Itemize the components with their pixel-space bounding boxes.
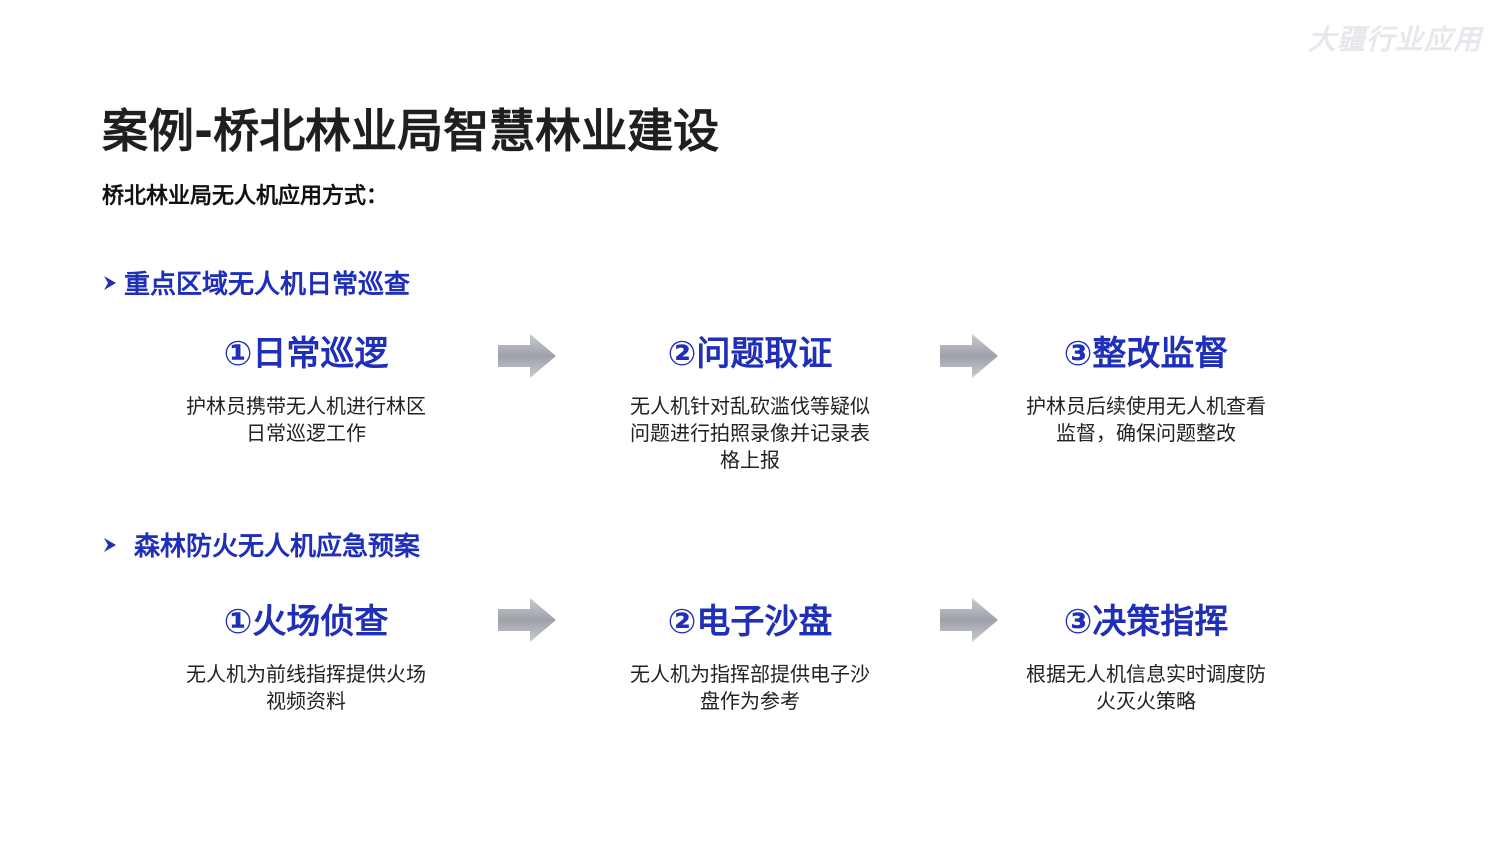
step-description: 无人机为前线指挥提供火场视频资料 [186, 661, 426, 713]
chevron-right-icon [104, 275, 116, 290]
chevron-right-icon [104, 537, 116, 552]
step-card: ②问题取证 无人机针对乱砍滥伐等疑似问题进行拍照录像并记录表格上报 [600, 334, 900, 474]
step-description: 无人机为指挥部提供电子沙盘作为参考 [630, 661, 870, 713]
step-description: 护林员后续使用无人机查看监督，确保问题整改 [1026, 393, 1266, 445]
right-arrow-icon [940, 598, 998, 642]
step-card: ②电子沙盘 无人机为指挥部提供电子沙盘作为参考 [600, 602, 900, 715]
right-arrow-icon [940, 334, 998, 378]
page-subtitle: 桥北林业局无人机应用方式： [102, 184, 389, 209]
step-card: ③整改监督 护林员后续使用无人机查看监督，确保问题整改 [996, 334, 1296, 447]
step-title: ③整改监督 [1063, 334, 1229, 374]
step-card: ①日常巡逻 护林员携带无人机进行林区日常巡逻工作 [156, 334, 456, 447]
step-title: ①火场侦查 [223, 602, 389, 642]
page-title: 案例-桥北林业局智慧林业建设 [102, 104, 720, 158]
section-heading: 重点区域无人机日常巡查 [102, 264, 410, 301]
section-heading-label: 重点区域无人机日常巡查 [124, 270, 411, 300]
step-title: ③决策指挥 [1063, 602, 1229, 642]
step-card: ③决策指挥 根据无人机信息实时调度防火灭火策略 [996, 602, 1296, 715]
section-heading-label: 森林防火无人机应急预案 [134, 532, 421, 562]
section-daily-patrol: 重点区域无人机日常巡查 ①日常巡逻 护林员携带无人机进行林区日常巡逻工作 ②问题… [102, 264, 1500, 484]
step-title: ①日常巡逻 [223, 334, 389, 374]
right-arrow-icon [498, 598, 556, 642]
section-heading: 森林防火无人机应急预案 [102, 526, 420, 563]
brand-watermark: 大疆行业应用 [1307, 23, 1482, 56]
step-title: ②问题取证 [667, 334, 833, 374]
step-card: ①火场侦查 无人机为前线指挥提供火场视频资料 [156, 602, 456, 715]
step-title: ②电子沙盘 [667, 602, 833, 642]
step-description: 无人机针对乱砍滥伐等疑似问题进行拍照录像并记录表格上报 [630, 393, 870, 472]
right-arrow-icon [498, 334, 556, 378]
section-fire-emergency: 森林防火无人机应急预案 ①火场侦查 无人机为前线指挥提供火场视频资料 ②电子沙盘… [102, 526, 1500, 746]
step-description: 护林员携带无人机进行林区日常巡逻工作 [186, 393, 426, 445]
step-description: 根据无人机信息实时调度防火灭火策略 [1026, 661, 1266, 713]
